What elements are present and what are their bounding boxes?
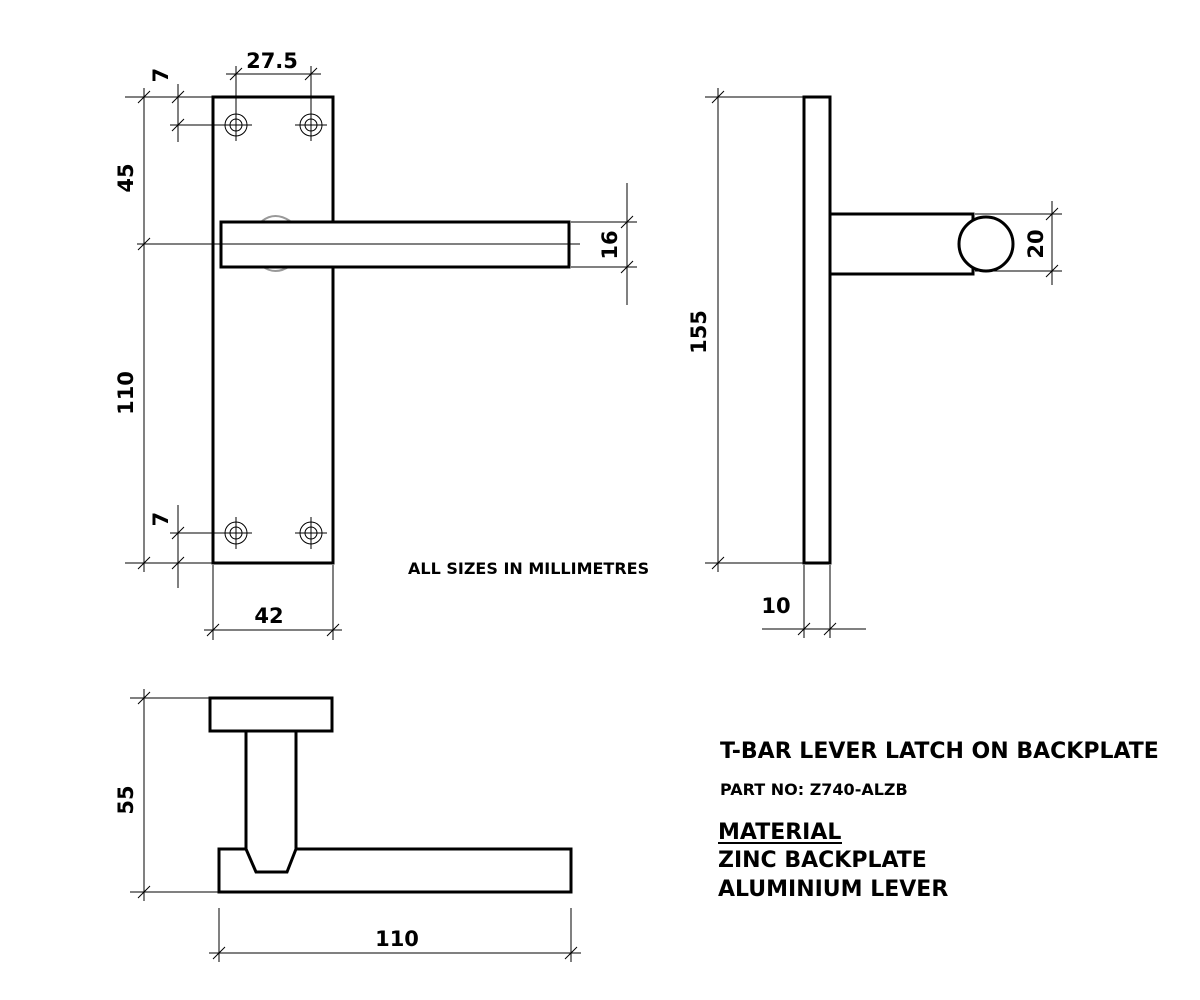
screw-hole-top-right xyxy=(295,109,327,141)
top-lever-outline xyxy=(217,731,573,894)
dim-label-155: 155 xyxy=(687,310,711,354)
dim-label-7-bottom: 7 xyxy=(149,512,173,527)
dim-label-42: 42 xyxy=(254,604,283,628)
dim-lever-length: 110 xyxy=(209,908,581,962)
dim-label-10: 10 xyxy=(761,594,790,618)
dim-projection: 55 xyxy=(114,689,219,901)
top-backplate xyxy=(208,696,334,733)
drawing-title: T-BAR LEVER LATCH ON BACKPLATE xyxy=(720,739,1159,764)
front-view: 27.5 7 45 110 7 xyxy=(114,49,637,640)
dim-label-16: 16 xyxy=(598,230,622,259)
dim-lever-diameter: 20 xyxy=(975,201,1062,285)
side-view: 155 20 10 xyxy=(687,88,1062,638)
rose-arc-top xyxy=(261,215,291,222)
dim-bottom-offset: 7 xyxy=(149,505,230,588)
dim-label-20: 20 xyxy=(1024,229,1048,258)
dim-label-7-top: 7 xyxy=(149,68,173,83)
screw-hole-top-left xyxy=(220,109,252,141)
material-heading: MATERIAL xyxy=(718,820,841,845)
side-backplate xyxy=(802,95,832,565)
dim-label-110-horizontal: 110 xyxy=(375,927,419,951)
screw-hole-bottom-right xyxy=(295,517,327,549)
dim-top-offset: 7 xyxy=(125,68,230,142)
part-number: PART NO: Z740-ALZB xyxy=(720,780,908,799)
dim-label-27-5: 27.5 xyxy=(246,49,298,73)
dim-overall-height: 155 xyxy=(687,88,804,572)
dim-lever-thickness: 16 xyxy=(571,183,637,305)
material-line-2: ALUMINIUM LEVER xyxy=(718,877,948,902)
dim-plate-thickness: 10 xyxy=(761,565,866,638)
dim-label-110-vertical: 110 xyxy=(114,371,138,415)
title-block: T-BAR LEVER LATCH ON BACKPLATE PART NO: … xyxy=(718,739,1159,902)
dim-plate-width: 42 xyxy=(204,565,342,640)
units-note: ALL SIZES IN MILLIMETRES xyxy=(408,559,649,578)
material-line-1: ZINC BACKPLATE xyxy=(718,848,927,873)
side-lever-end xyxy=(957,215,1015,273)
side-lever-neck xyxy=(828,212,975,276)
top-lever-chamfer xyxy=(244,848,298,874)
dim-vertical-chain: 45 110 xyxy=(114,88,213,572)
top-view: 55 110 xyxy=(114,689,581,962)
backplate-outline xyxy=(211,95,335,565)
dim-hole-spacing: 27.5 xyxy=(226,49,321,112)
dim-label-45: 45 xyxy=(114,163,138,192)
dim-label-55: 55 xyxy=(114,785,138,814)
